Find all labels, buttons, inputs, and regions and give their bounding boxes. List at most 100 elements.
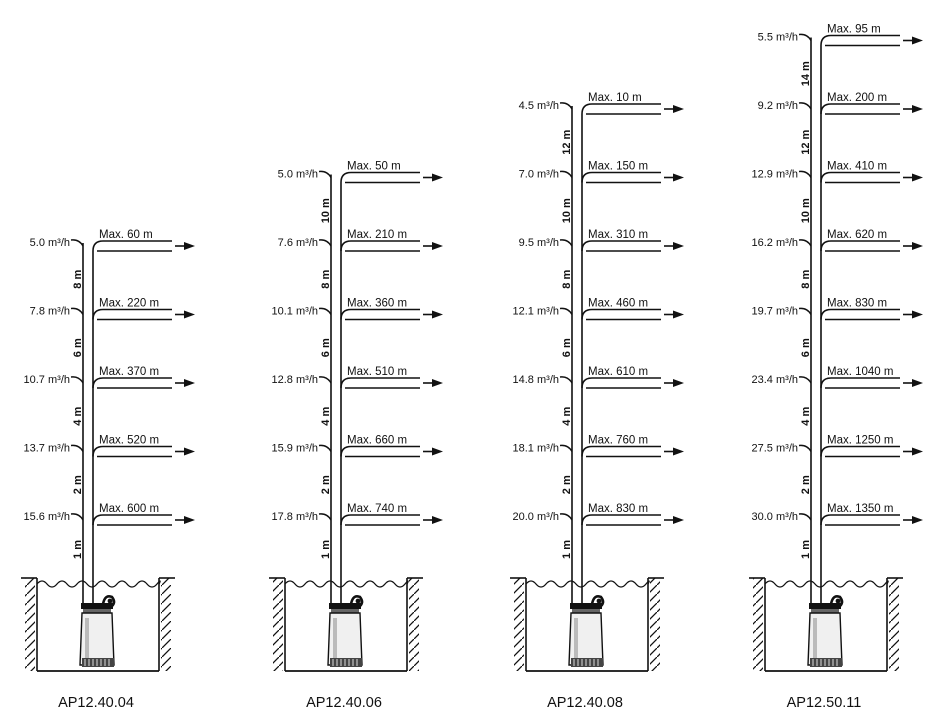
pump-strainer <box>810 658 842 667</box>
cable-gland <box>107 598 113 604</box>
flow-rate-label: 17.8 m³/h <box>272 511 318 523</box>
height-label: 2 m <box>800 475 812 494</box>
branch-pipe-top <box>92 377 172 389</box>
flow-arrow-head <box>673 105 684 113</box>
pump-strainer <box>330 658 362 667</box>
flow-rate-unit: m³/h <box>776 32 798 44</box>
outlet-branch: Max. 520 m13.7 m³/h2 m <box>24 435 195 494</box>
branch-junction <box>318 307 332 315</box>
outlet-branch: Max. 410 m12.9 m³/h10 m <box>752 161 923 223</box>
flow-arrow-head <box>184 447 195 456</box>
branch-pipe-top <box>340 308 420 320</box>
max-length-label: Max. 220 m <box>99 298 159 310</box>
water-surface <box>764 580 889 588</box>
branch-pipe-top <box>581 171 661 183</box>
water-surface <box>525 580 650 588</box>
flow-rate-label: 23.4 m³/h <box>752 374 798 386</box>
flow-rate-unit: m³/h <box>296 169 318 181</box>
flow-rate-value: 7.8 <box>30 306 45 318</box>
height-label: 2 m <box>72 475 84 494</box>
branch-pipe-top <box>581 445 661 457</box>
outlet-branch: Max. 1040 m23.4 m³/h4 m <box>752 366 923 426</box>
water-surface <box>284 580 409 588</box>
pump-model-label: AP12.40.06 <box>306 695 382 711</box>
pump-shade <box>813 618 817 662</box>
flow-rate-value: 10.7 <box>24 374 45 386</box>
branch-junction <box>559 444 573 452</box>
outlet-branch: Max. 1350 m30.0 m³/h1 m <box>752 503 923 559</box>
well-pit <box>510 577 664 672</box>
well-pit <box>749 577 903 672</box>
max-length-label: Max. 310 m <box>588 229 648 241</box>
flow-arrow-head <box>432 242 443 250</box>
outlet-branch: Max. 830 m19.7 m³/h6 m <box>752 298 923 357</box>
branch-pipe-top <box>340 445 420 457</box>
flow-rate-unit: m³/h <box>296 511 318 523</box>
flow-rate-label: 12.1 m³/h <box>513 306 559 318</box>
branch-pipe-top <box>340 171 420 183</box>
height-label: 10 m <box>561 198 573 223</box>
submersible-pump-icon <box>807 595 844 667</box>
flow-rate-value: 10.1 <box>272 306 293 318</box>
outlet-branch: Max. 60 m5.0 m³/h8 m <box>30 229 195 289</box>
flow-rate-label: 12.9 m³/h <box>752 169 798 181</box>
height-label: 1 m <box>800 540 812 559</box>
flow-rate-unit: m³/h <box>776 100 798 112</box>
max-length-label: Max. 600 m <box>99 503 159 515</box>
outlet-branch: Max. 95 m5.5 m³/h14 m <box>758 24 923 86</box>
flow-rate-value: 5.0 <box>30 237 45 249</box>
flow-arrow-head <box>673 173 684 182</box>
branch-pipe-top <box>581 240 661 252</box>
flow-rate-unit: m³/h <box>537 169 559 181</box>
flow-arrow-head <box>673 379 684 387</box>
flow-rate-unit: m³/h <box>48 306 70 318</box>
flow-arrow-head <box>432 379 443 387</box>
well-pit <box>21 577 175 672</box>
flow-rate-unit: m³/h <box>537 237 559 249</box>
flow-arrow-head <box>432 173 443 182</box>
cable-gland <box>355 598 361 604</box>
max-length-label: Max. 660 m <box>347 435 407 447</box>
branch-junction <box>559 376 573 384</box>
height-label: 6 m <box>800 338 812 357</box>
max-length-label: Max. 830 m <box>588 503 648 515</box>
flow-rate-value: 12.1 <box>513 306 534 318</box>
height-label: 8 m <box>320 270 332 289</box>
flow-rate-value: 27.5 <box>752 443 773 455</box>
height-label: 6 m <box>561 338 573 357</box>
flow-rate-unit: m³/h <box>296 374 318 386</box>
flow-arrow-head <box>673 242 684 250</box>
branch-junction <box>798 102 812 110</box>
flow-rate-unit: m³/h <box>776 169 798 181</box>
branch-pipe-top <box>820 377 900 389</box>
max-length-label: Max. 210 m <box>347 229 407 241</box>
flow-rate-label: 15.9 m³/h <box>272 443 318 455</box>
cable-gland <box>835 598 841 604</box>
outlet-branch: Max. 210 m7.6 m³/h8 m <box>278 229 443 289</box>
flow-arrow-head <box>673 447 684 456</box>
pump-model-label: AP12.40.08 <box>547 695 623 711</box>
pump-handle <box>829 595 844 607</box>
branch-junction <box>318 170 332 178</box>
flow-rate-label: 7.8 m³/h <box>30 306 70 318</box>
well-pit <box>269 577 423 672</box>
branch-junction <box>70 307 84 315</box>
branch-pipe-top <box>820 308 900 320</box>
submersible-pump-icon <box>568 595 605 667</box>
max-length-label: Max. 410 m <box>827 161 887 173</box>
outlet-branch: Max. 510 m12.8 m³/h4 m <box>272 366 443 426</box>
ground-hatch-right <box>161 578 171 671</box>
height-label: 6 m <box>320 338 332 357</box>
branch-pipe-top <box>340 377 420 389</box>
outlet-branch: Max. 620 m16.2 m³/h8 m <box>752 229 923 289</box>
max-length-label: Max. 200 m <box>827 92 887 104</box>
pump-strainer <box>571 658 603 667</box>
height-label: 10 m <box>320 198 332 223</box>
flow-rate-unit: m³/h <box>296 306 318 318</box>
flow-rate-value: 12.9 <box>752 169 773 181</box>
max-length-label: Max. 610 m <box>588 366 648 378</box>
max-length-label: Max. 360 m <box>347 298 407 310</box>
flow-rate-value: 14.8 <box>513 374 534 386</box>
pump-handle <box>590 595 605 607</box>
branch-pipe-top <box>820 514 900 526</box>
